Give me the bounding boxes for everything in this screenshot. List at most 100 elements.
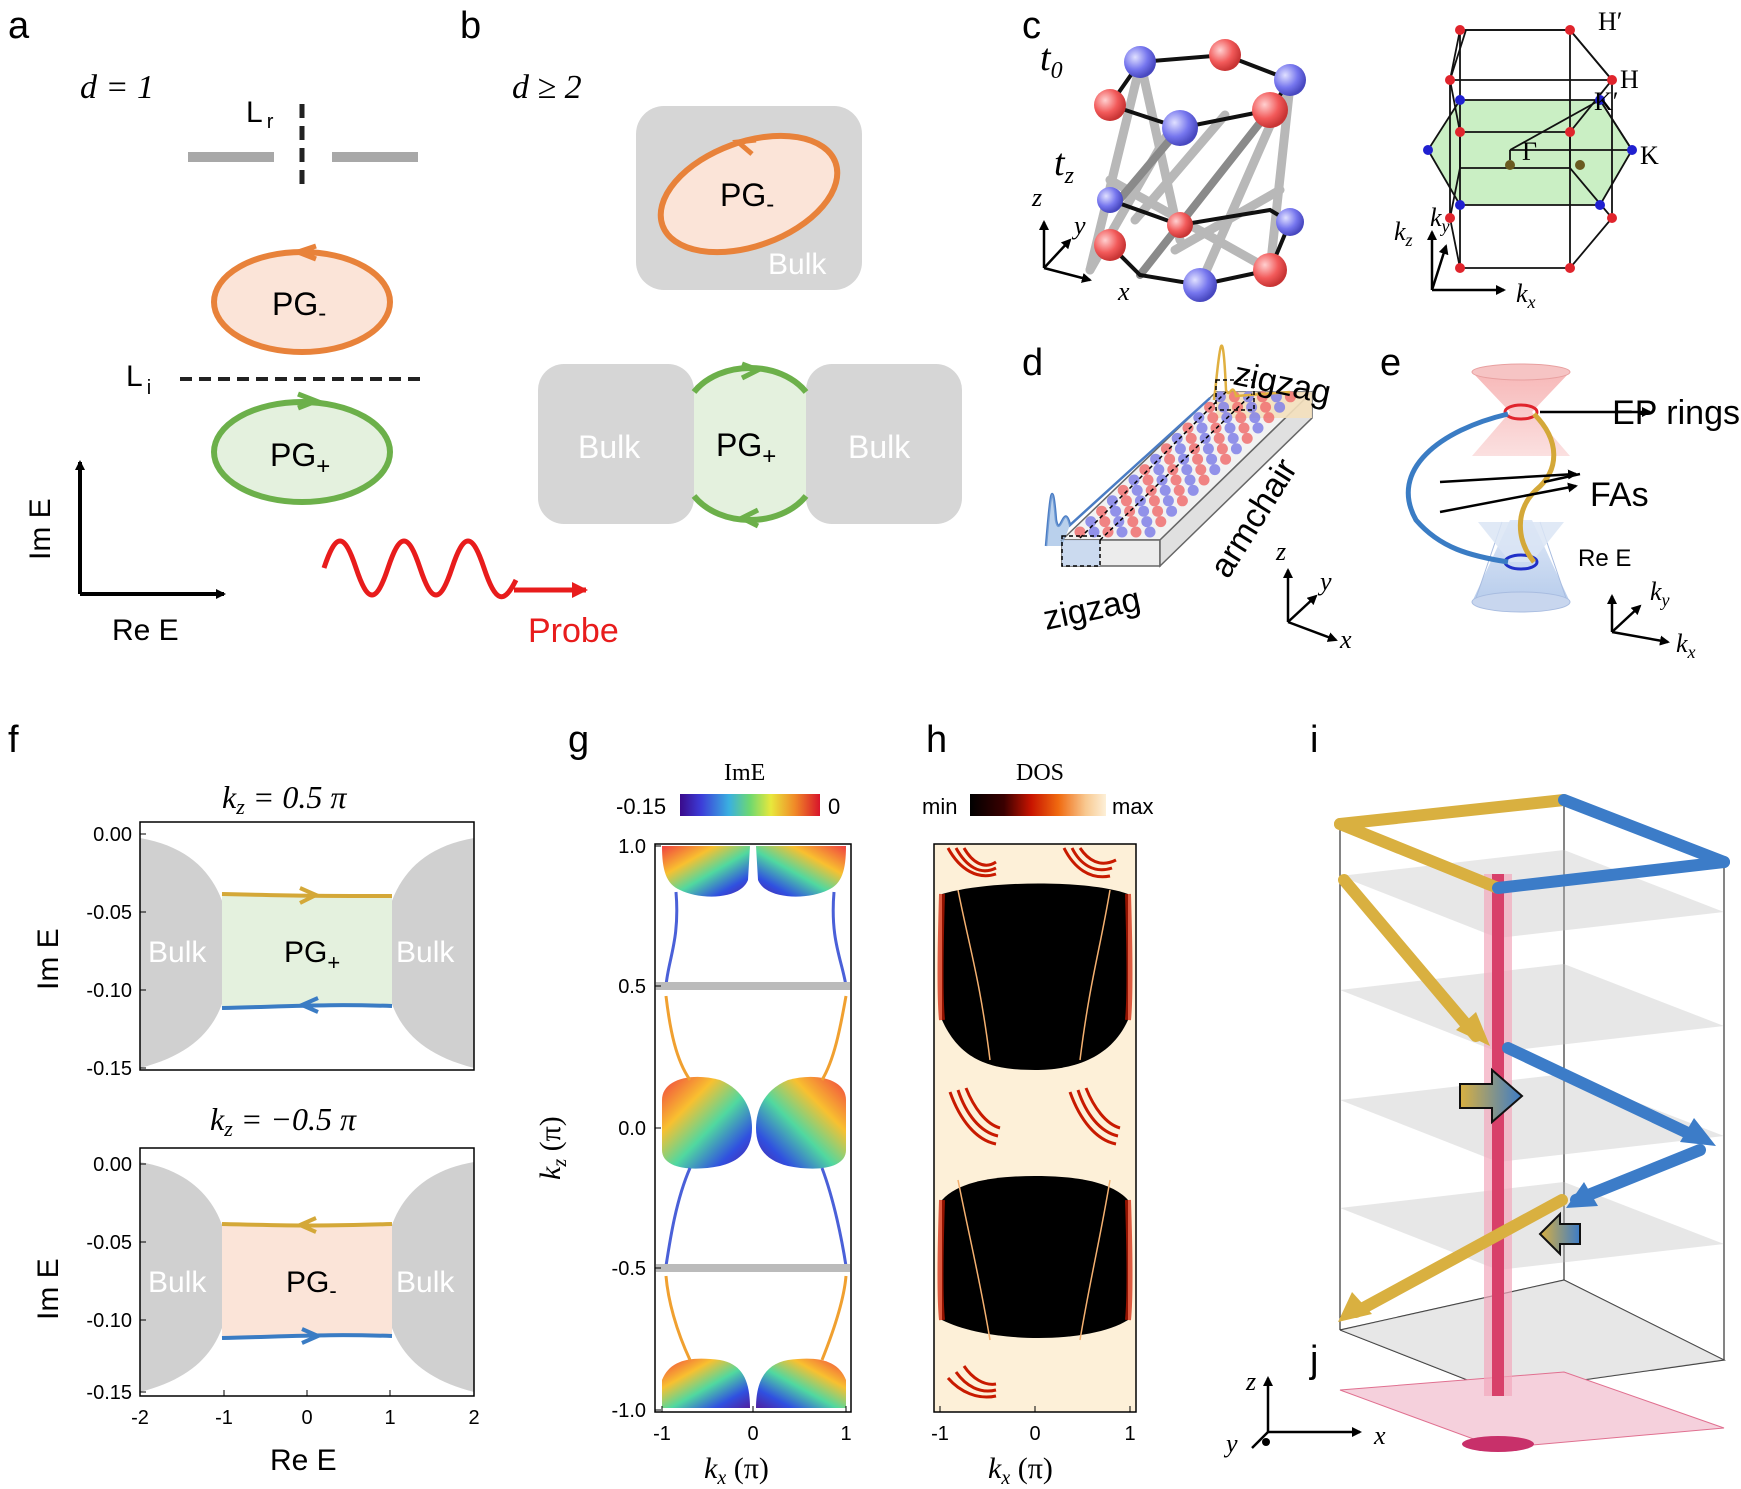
bz-kx: k	[1516, 279, 1528, 308]
bz-K: K	[1640, 141, 1659, 170]
d-axis-z: z	[1275, 537, 1286, 566]
pg-plus-loop	[211, 399, 393, 505]
e-kx-sub: x	[1687, 642, 1696, 662]
ep-ring-red	[1503, 403, 1539, 421]
lattice-site	[1128, 474, 1140, 486]
lattice-site	[1152, 505, 1164, 517]
pg-plus-arrow-b-bottom	[736, 507, 760, 529]
pg-plus-label-b: PG	[716, 427, 762, 463]
bz-H: H	[1620, 65, 1639, 94]
f-bottom-title: k	[210, 1101, 225, 1137]
lattice-site	[1235, 412, 1247, 424]
yellow-edge-wave	[1212, 344, 1291, 401]
lattice-site	[1120, 495, 1132, 507]
lattice-site	[1110, 505, 1122, 517]
f-top-bulk-left-label: Bulk	[148, 936, 207, 969]
lattice-site	[1198, 474, 1210, 486]
f-bottom-bulk-right	[384, 1162, 474, 1392]
lattice-site	[1260, 401, 1272, 413]
g-ytick-4: -1.0	[612, 1400, 646, 1422]
lattice-site	[1171, 432, 1183, 444]
f-bottom-ytick-0: 0.00	[93, 1154, 132, 1176]
pg-minus-sub-b: -	[766, 191, 774, 218]
svg-text:t0: t0	[1040, 37, 1063, 84]
panel-label-i: i	[1310, 719, 1318, 761]
h-fringes	[946, 847, 1121, 1399]
panel-label-g: g	[568, 719, 589, 761]
g-xlabel-unit: (π)	[726, 1452, 769, 1485]
g-colorbar-title: ImE	[724, 760, 765, 786]
lattice-site	[1173, 484, 1185, 496]
f-xtick-2: 0	[301, 1407, 312, 1429]
probe-label: Probe	[528, 612, 619, 650]
f-top-title: k	[222, 779, 237, 815]
dim-label-a: d = 1	[80, 69, 154, 106]
svg-text:kx: kx	[1676, 629, 1696, 662]
panel-c-bz: H′ H K′ Γ K kz ky kx	[1394, 7, 1659, 312]
f-bottom-ytick-3: -0.15	[86, 1382, 132, 1404]
pg-plus-region-b	[694, 368, 806, 520]
lattice-site	[1088, 526, 1100, 538]
zigzag-bottom-label: zigzag	[1040, 580, 1144, 638]
h-cb-min: min	[922, 794, 957, 819]
lattice-site	[1131, 484, 1143, 496]
f-xlabel: Re E	[270, 1444, 337, 1477]
d-axis-y: y	[1317, 567, 1332, 596]
svg-text:PG+: PG+	[284, 936, 340, 975]
lr-sub: r	[267, 111, 274, 133]
f-xticks: -2 -1 0 1 2	[131, 1390, 480, 1429]
f-bottom-pg-sub: -	[329, 1278, 336, 1303]
f-top-ylabel: Im E	[32, 928, 65, 990]
h-xlabel: k	[988, 1452, 1002, 1485]
lattice-site	[1192, 453, 1204, 465]
lattice-site	[1241, 432, 1253, 444]
g-blob-top-left	[662, 846, 750, 897]
g-colorbar	[680, 794, 820, 816]
lattice-site	[1213, 432, 1225, 444]
h-dark-lower	[942, 1176, 1128, 1338]
h-xtick-1: 0	[1029, 1423, 1040, 1445]
lattice-site	[1166, 505, 1178, 517]
lattice-site	[1263, 412, 1275, 424]
lattice-site	[1196, 422, 1208, 434]
lattice-site	[1184, 474, 1196, 486]
lattice-site	[1228, 391, 1240, 403]
f-bottom-bulk-left-label: Bulk	[148, 1266, 207, 1299]
g-xtick-1: 0	[747, 1423, 758, 1445]
lattice-site	[1202, 443, 1214, 455]
lattice-site	[1148, 495, 1160, 507]
axis-im-e-label: Im E	[24, 498, 57, 560]
f-top-ytick-1: -0.05	[86, 902, 132, 924]
pg-plus-arrow-b-top	[740, 361, 765, 381]
f-top-blue-line	[221, 1003, 393, 1010]
lattice-site	[1227, 432, 1239, 444]
lattice-site	[1195, 464, 1207, 476]
lattice-site	[1170, 474, 1182, 486]
lattice-site	[1116, 526, 1128, 538]
g-blob-bot-left	[662, 1358, 750, 1408]
t0-label: t	[1040, 37, 1052, 79]
i-block-arrow-right	[1459, 1067, 1524, 1125]
panel-c-lattice: t0 tz z y x	[1031, 37, 1306, 306]
svg-text:PG-: PG-	[720, 177, 774, 218]
lattice-site	[1164, 453, 1176, 465]
pg-plus-arrow	[297, 391, 323, 411]
h-colorbar-title: DOS	[1016, 760, 1064, 786]
fermi-arc-blue	[1405, 411, 1509, 565]
f-xtick-4: 2	[468, 1407, 479, 1429]
panel-label-e: e	[1380, 342, 1401, 384]
panel-label-d: d	[1022, 342, 1043, 384]
slab-sites	[1074, 391, 1296, 538]
bz-kz: k	[1394, 217, 1406, 246]
li-sub: i	[147, 377, 151, 399]
dim-label-b: d ≥ 2	[512, 69, 582, 106]
panel-label-b: b	[460, 5, 481, 47]
f-bottom-title-rest: = −0.5 π	[233, 1101, 357, 1137]
g-blob-mid-left	[662, 1076, 752, 1169]
f-bottom-ylabel: Im E	[32, 1258, 65, 1320]
bz-mid-plane	[1428, 100, 1632, 205]
panel-label-h: h	[926, 719, 947, 761]
lattice-site	[1220, 453, 1232, 465]
g-ylabel-sub: z	[549, 1159, 571, 1168]
